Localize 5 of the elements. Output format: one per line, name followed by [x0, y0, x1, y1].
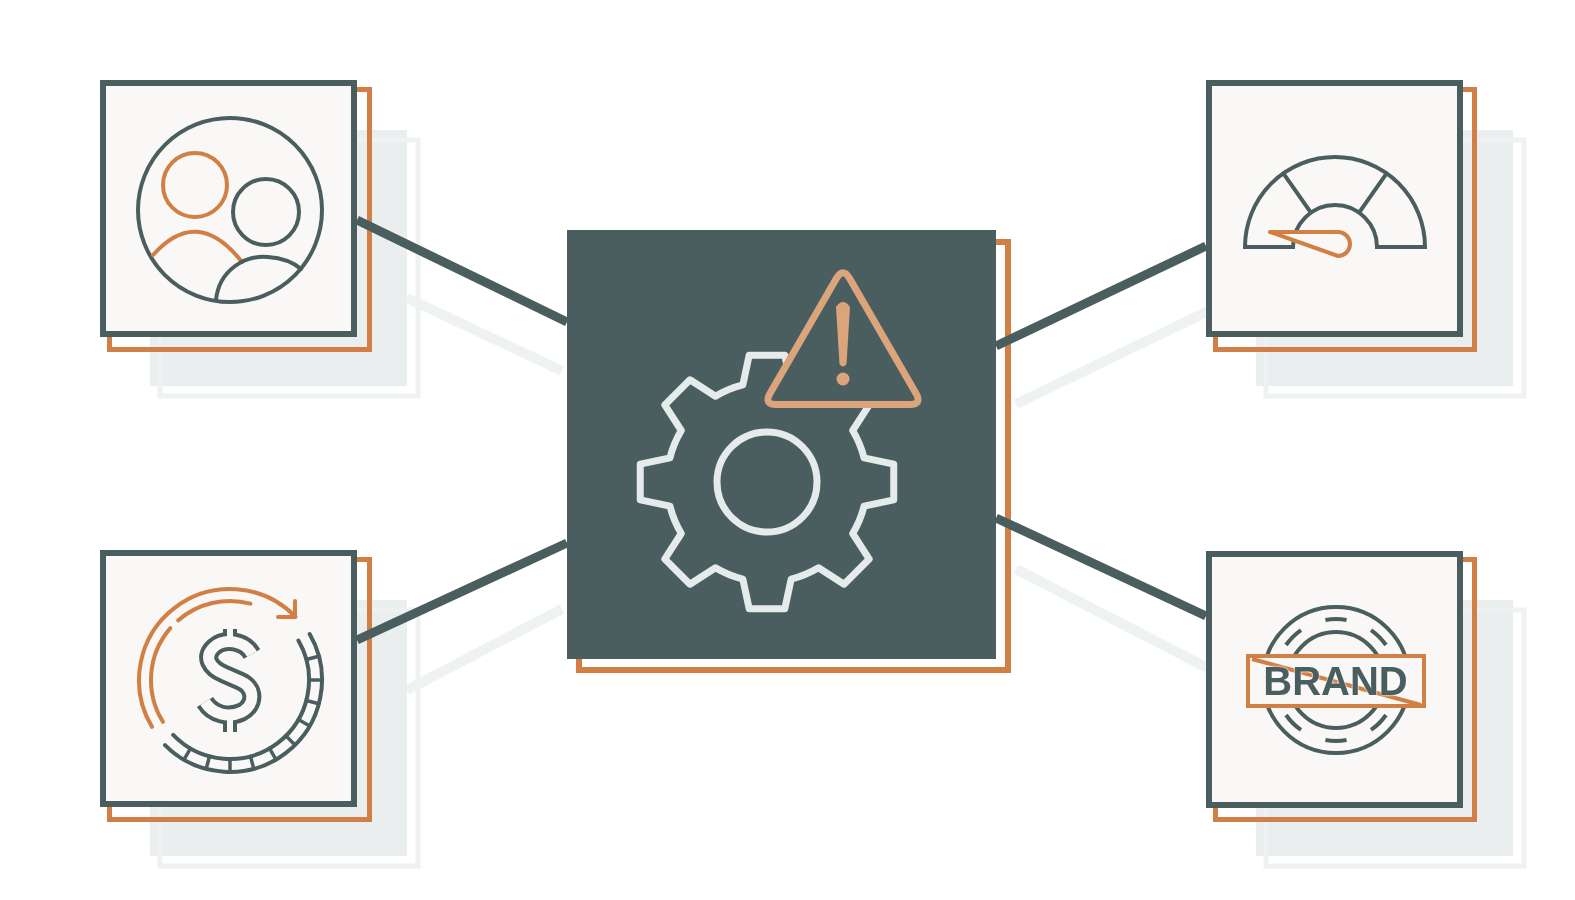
- icon-card: [100, 550, 357, 807]
- icon-card: [1206, 80, 1463, 337]
- icon-card: [100, 80, 357, 337]
- icon-card: [1206, 551, 1463, 808]
- hub-panel: [567, 230, 996, 659]
